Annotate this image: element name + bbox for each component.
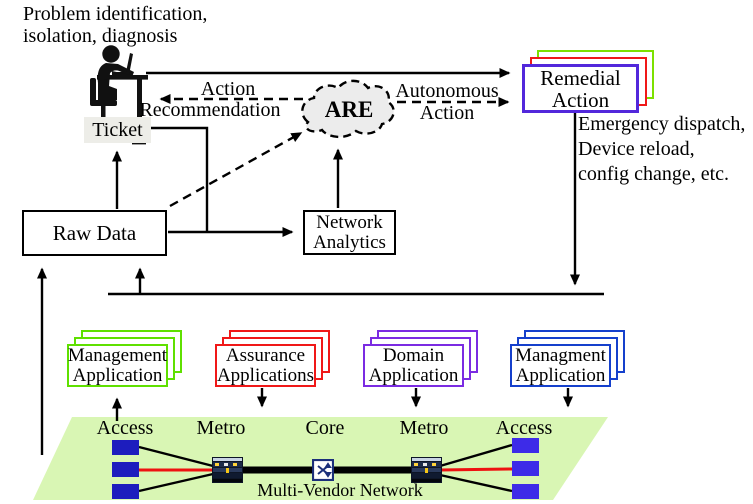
remedial-note-line1: Emergency dispatch, [578, 113, 746, 135]
domain-application-stack: Domain Application [363, 330, 480, 387]
domain-application-box: Domain Application [363, 344, 464, 387]
management-application-stack: Management Application [67, 330, 184, 387]
managment-application-stack: Managment Application [510, 330, 627, 387]
action-recommendation-label2: Recommendation [139, 99, 281, 121]
are-label: ARE [324, 97, 374, 122]
remedial-action-stack: Remedial Action [522, 50, 655, 113]
router-chassis-icon [212, 457, 243, 483]
remedial-action-box: Remedial Action [522, 64, 639, 113]
assurance-applications-box: Assurance Applications [215, 344, 316, 387]
access-node [512, 461, 539, 476]
problem-annotation-line1: Problem identification, [23, 3, 208, 25]
problem-annotation-line2: isolation, diagnosis [23, 24, 178, 47]
remedial-note-line3: config change, etc. [578, 163, 730, 185]
access-node [112, 484, 139, 499]
ticket-label: Ticket [84, 117, 151, 143]
problem-annotation: Problem identification, isolation, diagn… [23, 3, 208, 47]
autonomous-action-label2: Action [419, 102, 475, 124]
managment-application-box: Managment Application [510, 344, 611, 387]
management-application-box: Management Application [67, 344, 168, 387]
access-node [112, 440, 139, 455]
zone-label-metro-right: Metro [399, 417, 449, 439]
network-analytics-box: Network Analytics [303, 210, 396, 255]
remedial-note-line2: Device reload, [578, 138, 695, 160]
assurance-applications-stack: Assurance Applications [215, 330, 332, 387]
core-switch-icon [312, 459, 334, 481]
multi-vendor-network-caption: Multi-Vendor Network [257, 480, 423, 500]
remedial-note: Emergency dispatch, Device reload, confi… [578, 112, 745, 187]
zone-label-access-right: Access [495, 417, 553, 439]
zone-label-core: Core [305, 417, 345, 439]
access-node [512, 484, 539, 499]
zone-label-access-left: Access [96, 417, 154, 439]
are-cloud-icon [301, 79, 395, 139]
router-chassis-icon [411, 457, 442, 483]
access-node [512, 438, 539, 453]
raw-data-box: Raw Data [22, 210, 167, 256]
zone-label-metro-left: Metro [196, 417, 246, 439]
autonomous-action-label: Autonomous [395, 80, 499, 102]
access-node [112, 462, 139, 477]
action-recommendation-label: Action [200, 78, 256, 100]
